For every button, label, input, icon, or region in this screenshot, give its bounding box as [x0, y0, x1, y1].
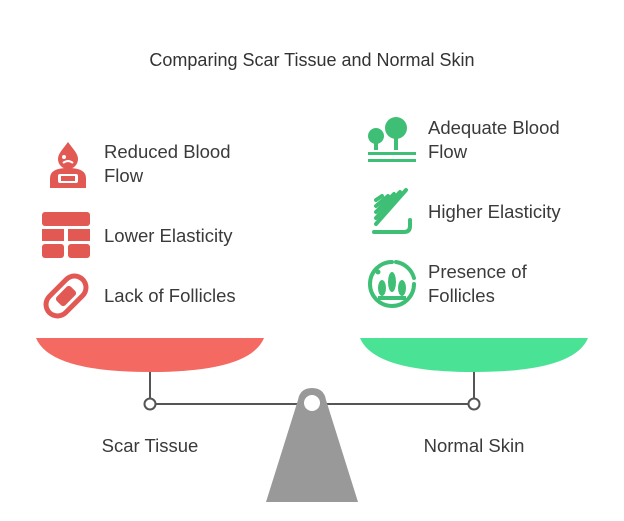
scale-fulcrum: [266, 388, 358, 502]
hair-follicle-plant-icon: [366, 258, 418, 310]
normal-item-elasticity: Higher Elasticity: [366, 186, 561, 238]
scar-item-blood-flow-line1: Reduced Blood: [104, 141, 231, 162]
right-scale-pan: [360, 338, 588, 372]
left-beam-joint: [143, 397, 157, 411]
left-scale-pan: [36, 338, 264, 372]
bandage-icon: [42, 270, 94, 322]
scar-item-follicles: Lack of Follicles: [42, 270, 236, 322]
normal-item-blood-flow-line2: Flow: [428, 141, 468, 162]
normal-skin-label: Normal Skin: [423, 435, 525, 456]
right-beam-joint: [467, 397, 481, 411]
scar-item-blood-flow-line2: Flow: [104, 165, 144, 186]
normal-item-blood-flow: Adequate Blood Flow: [366, 114, 560, 166]
spring-coil-icon: [366, 186, 418, 238]
normal-item-follicles-line2: Follicles: [428, 285, 495, 306]
normal-item-follicles-line1: Presence of: [428, 261, 527, 282]
trees-icon: [366, 114, 418, 166]
scar-item-follicles-line1: Lack of Follicles: [104, 285, 236, 306]
brick-wall-icon: [42, 210, 94, 262]
blood-drop-person-icon: [42, 138, 94, 190]
diagram-title: Comparing Scar Tissue and Normal Skin: [149, 50, 475, 70]
scar-tissue-label: Scar Tissue: [101, 435, 199, 456]
normal-item-blood-flow-line1: Adequate Blood: [428, 117, 560, 138]
scar-item-elasticity-line1: Lower Elasticity: [104, 225, 233, 246]
normal-item-elasticity-line1: Higher Elasticity: [428, 201, 561, 222]
scar-item-blood-flow: Reduced Blood Flow: [42, 138, 231, 190]
scar-item-elasticity: Lower Elasticity: [42, 210, 233, 262]
fulcrum-pivot: [304, 395, 320, 411]
normal-item-follicles: Presence of Follicles: [366, 258, 527, 310]
